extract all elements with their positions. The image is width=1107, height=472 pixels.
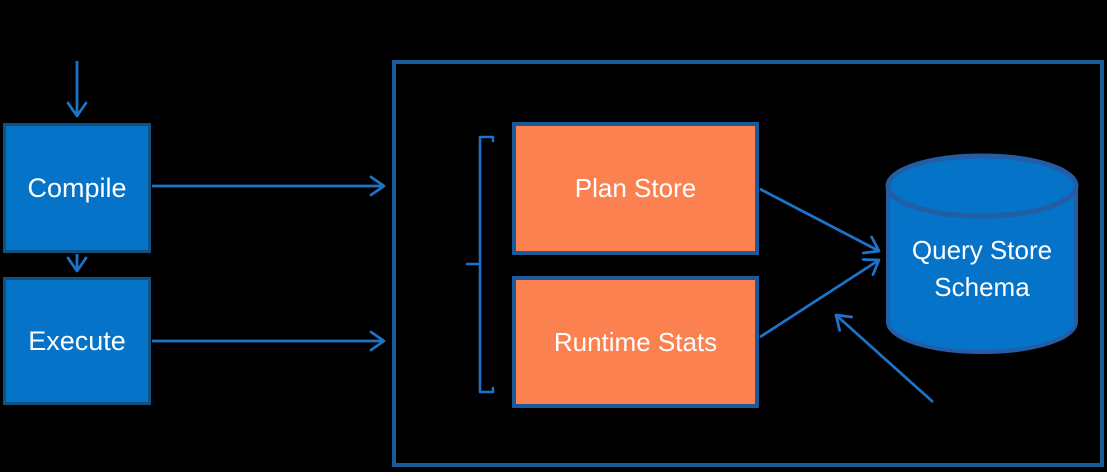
runtime-stats-node: Runtime Stats [512, 276, 759, 408]
runtime-stats-node-label: Runtime Stats [553, 326, 718, 357]
query-store-schema-label: Query Store Schema [911, 235, 1053, 302]
compile-node-label: Compile [27, 172, 127, 203]
compile-node: Compile [3, 123, 151, 253]
arrow-async-to-schema [834, 313, 934, 404]
database-cylinder-top [885, 153, 1079, 219]
plan-store-node: Plan Store [512, 122, 759, 255]
arrow-plan-store-to-schema [759, 187, 881, 255]
execute-node-label: Execute [28, 325, 126, 356]
database-cylinder-body [886, 186, 1078, 354]
database-cylinder-icon [885, 153, 1079, 354]
arrow-runtime-stats-to-schema [759, 258, 881, 339]
query-store-container [392, 60, 1104, 467]
plan-store-node-label: Plan Store [574, 173, 697, 203]
execute-node: Execute [3, 277, 151, 405]
grouping-bracket-icon [465, 135, 495, 394]
